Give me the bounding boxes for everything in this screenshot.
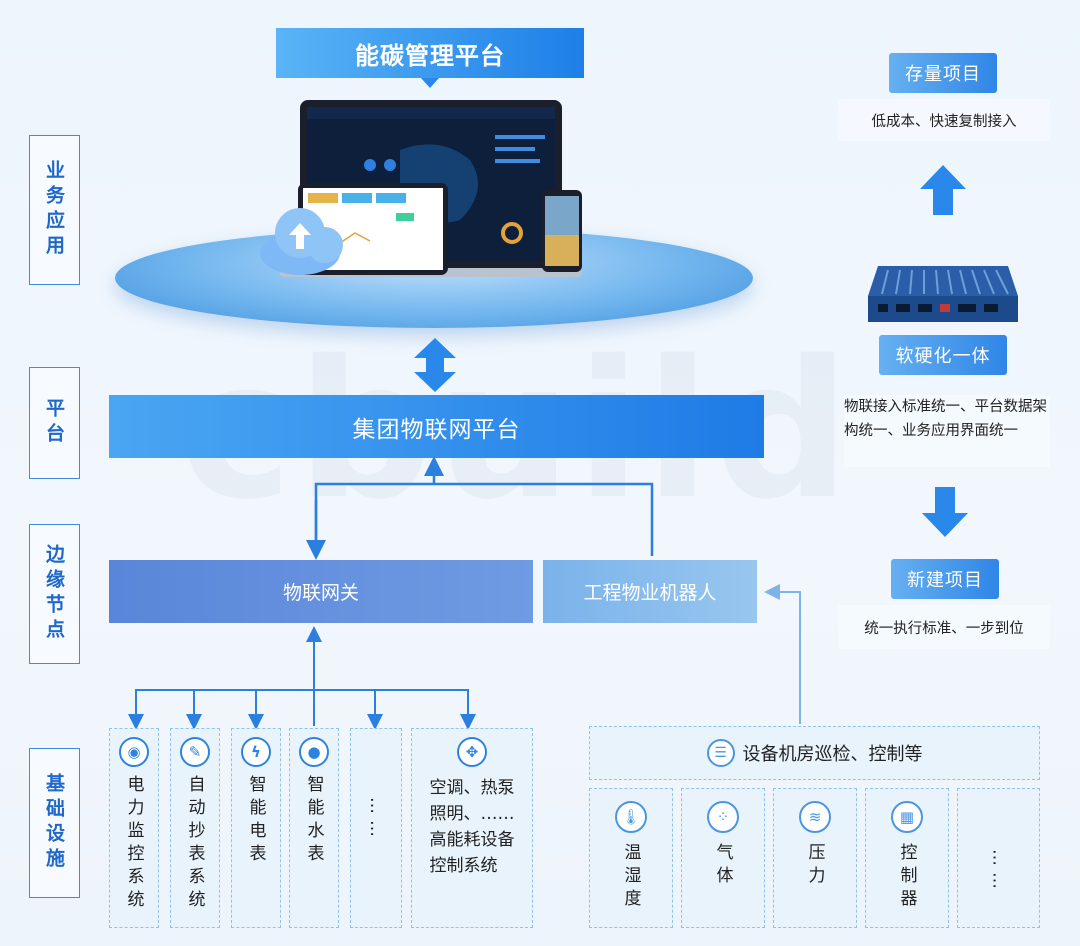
device-power-monitor: ◉ 电力监控系统 [109, 728, 159, 928]
sensor-controller: ▦ 控制器 [865, 788, 949, 928]
dpad-icon: ✥ [457, 737, 487, 767]
edge-hardware-icon [868, 266, 1018, 322]
hardware-integration-label: 软硬化一体 [879, 335, 1007, 375]
double-arrow-icon [414, 338, 456, 392]
layer-label-edge: 边缘节点 [29, 524, 80, 664]
sensor-more: …… [957, 788, 1040, 928]
new-project-note: 统一执行标准、一步到位 [838, 605, 1050, 649]
sensor-gas: ⁘ 气体 [681, 788, 765, 928]
platform-title: 能碳管理平台 [276, 28, 584, 78]
inspection-label: 设备机房巡检、控制等 [742, 744, 923, 765]
eye-icon: ◉ [119, 737, 149, 767]
inspection-bar: ☰ 设备机房巡检、控制等 [589, 726, 1040, 780]
iot-platform-bar: 集团物联网平台 [109, 395, 764, 458]
pencil-icon: ✎ [180, 737, 210, 767]
hardware-integration-note: 物联接入标准统一、平台数据架构统一、业务应用界面统一 [844, 395, 1050, 467]
sliders-icon: ☰ [706, 739, 735, 767]
lightning-icon: ϟ [241, 737, 271, 767]
device-hvac-control: ✥ 空调、热泵 照明、…… 高能耗设备 控制系统 [411, 728, 533, 928]
new-project-label: 新建项目 [891, 559, 999, 599]
water-drop-icon: ● [299, 737, 329, 767]
controller-icon: ▦ [891, 801, 923, 833]
device-smart-water-meter: ● 智能水表 [289, 728, 339, 928]
existing-project-label: 存量项目 [889, 53, 997, 93]
layer-label-business: 业务应用 [29, 135, 80, 285]
cloud-upload-icon [260, 208, 343, 275]
layer-label-infra: 基础设施 [29, 748, 80, 898]
layer-label-platform: 平台 [29, 367, 80, 479]
property-robot: 工程物业机器人 [543, 560, 757, 623]
device-more: …… [350, 728, 402, 928]
down-arrow-icon [922, 487, 968, 537]
existing-project-note: 低成本、快速复制接入 [838, 99, 1050, 141]
thermometer-icon: 🌡 [615, 801, 647, 833]
up-arrow-icon [920, 165, 966, 215]
sensor-temperature-humidity: 🌡 温湿度 [589, 788, 673, 928]
gas-icon: ⁘ [707, 801, 739, 833]
device-smart-electric-meter: ϟ 智能电表 [231, 728, 281, 928]
devices-illustration [260, 100, 582, 277]
title-pointer [421, 78, 439, 88]
phone-icon [542, 190, 582, 272]
device-auto-meter: ✎ 自动抄表系统 [170, 728, 220, 928]
sensor-pressure: ≋ 压力 [773, 788, 857, 928]
iot-gateway: 物联网关 [109, 560, 533, 623]
pressure-icon: ≋ [799, 801, 831, 833]
